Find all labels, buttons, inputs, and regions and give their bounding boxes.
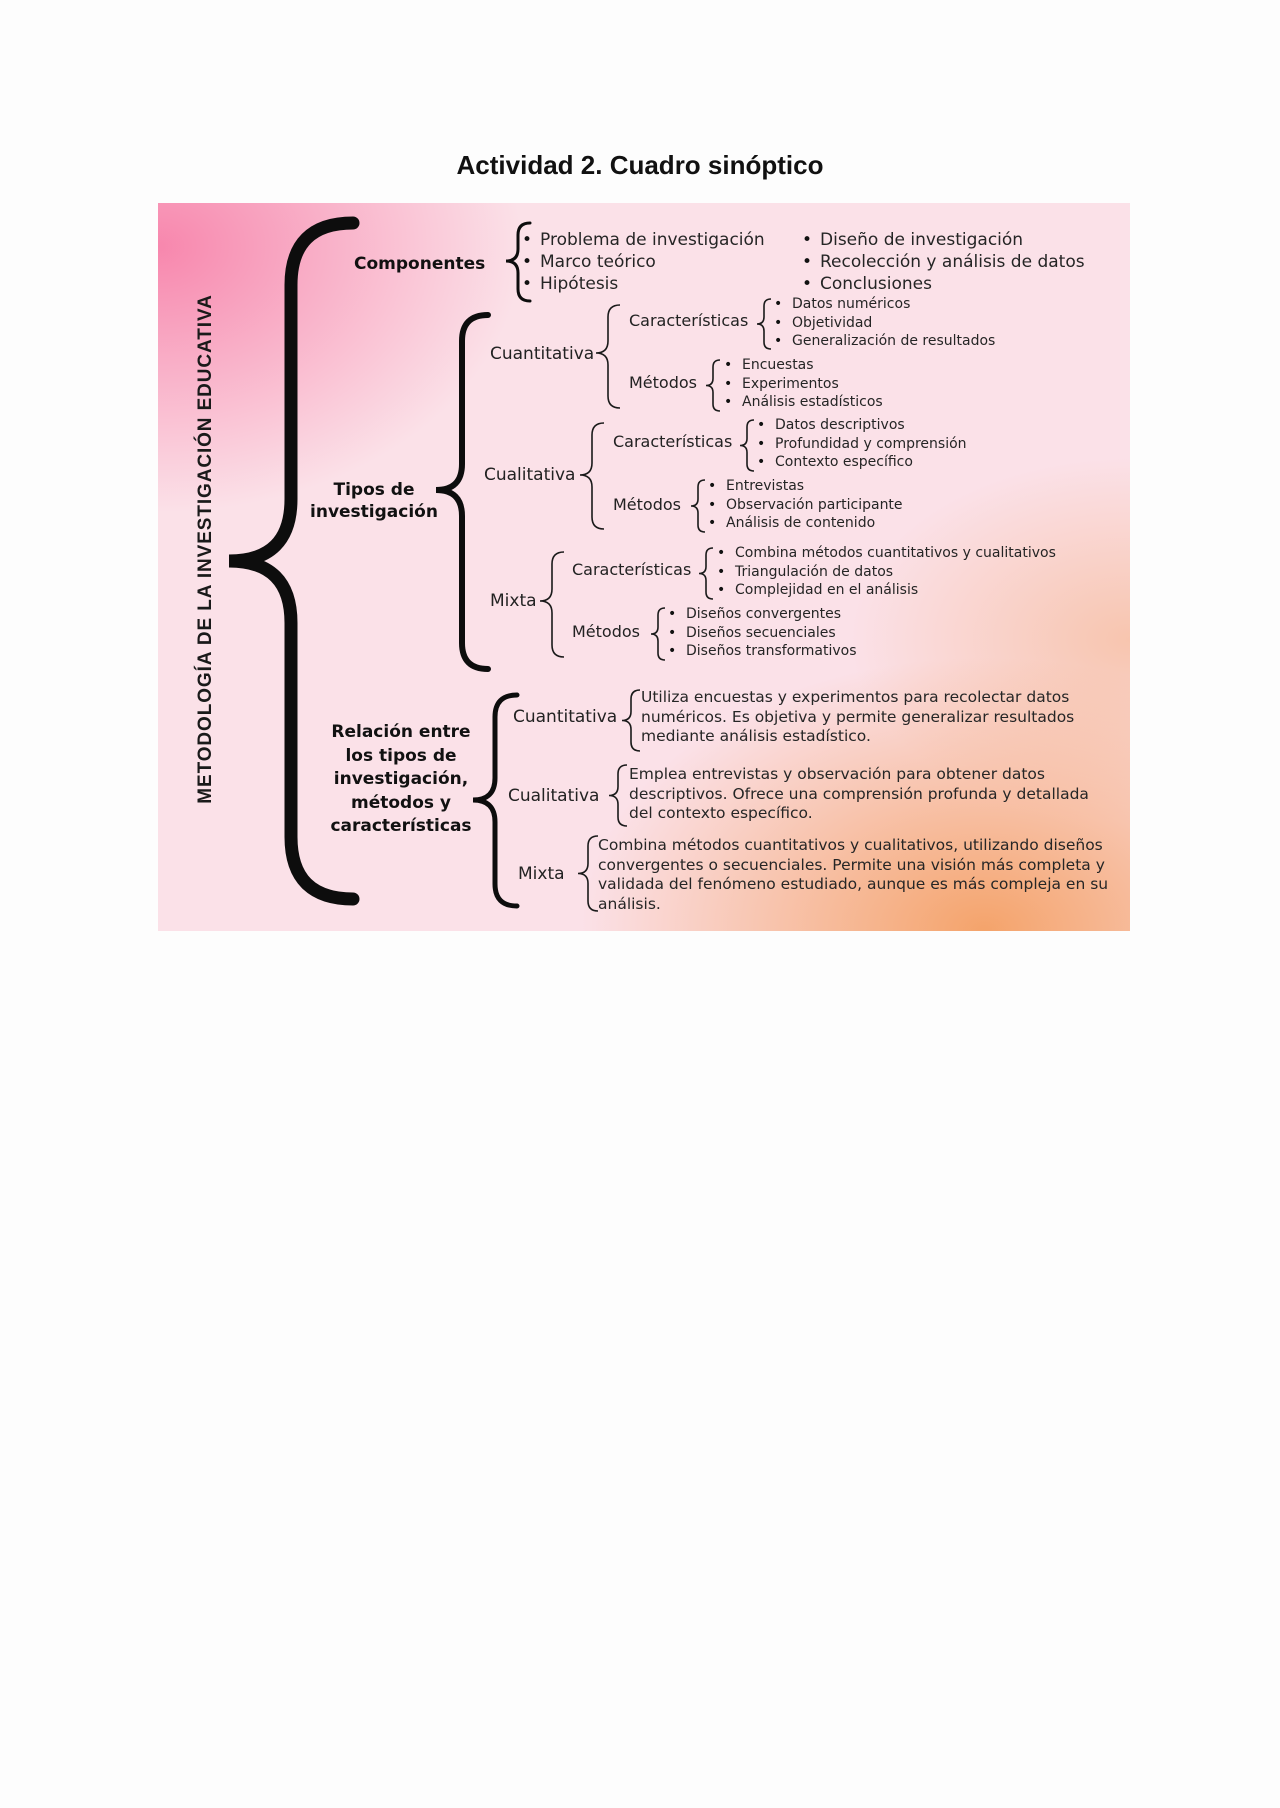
list-item: Diseños convergentes [666,605,857,624]
mixta-label: Mixta [490,591,537,611]
cuanti-caracteristicas-list: Datos numéricos Objetividad Generalizaci… [772,295,995,351]
tipos-label: Tipos de investigación [310,480,438,522]
cuanti-sub-brace [595,304,621,409]
tipos-brace [435,312,491,672]
rel-cuali-text-brace [608,764,628,827]
list-item: Análisis de contenido [706,514,903,533]
list-item: Datos numéricos [772,295,995,314]
relacion-label: Relación entre los tipos de investigació… [330,722,472,836]
mixta-metodos-list: Diseños convergentes Diseños secuenciale… [666,605,857,661]
componentes-label: Componentes [354,254,486,274]
list-item: Problema de investigación [520,229,765,251]
componentes-list-left: Problema de investigación Marco teórico … [520,229,765,295]
rel-mixta-text-brace [577,835,599,912]
list-item: Hipótesis [520,273,765,295]
list-item: Encuestas [722,356,883,375]
cuali-sub-brace [579,422,605,530]
list-item: Triangulación de datos [715,563,1056,582]
relacion-brace [472,692,520,909]
list-item: Generalización de resultados [772,332,995,351]
list-item: Profundidad y comprensión [755,435,967,454]
list-item: Recolección y análisis de datos [800,251,1085,273]
list-item: Diseños secuenciales [666,624,857,643]
cuali-metodos-brace [690,479,706,533]
braces-layer [228,216,772,912]
cuanti-metodos-list: Encuestas Experimentos Análisis estadíst… [722,356,883,412]
cuanti-metodos-label: Métodos [629,373,697,392]
cuali-caract-brace [739,419,755,472]
cuali-caracteristicas-label: Características [613,432,733,451]
relacion-cualitativa-text: Emplea entrevistas y observación para ob… [629,765,1089,822]
cuali-caracteristicas-list: Datos descriptivos Profundidad y compren… [755,416,967,472]
relacion-cualitativa-label: Cualitativa [508,786,600,806]
page-title: Actividad 2. Cuadro sinóptico [456,150,824,180]
list-item: Contexto específico [755,453,967,472]
synoptic-chart: METODOLOGÍA DE LA INVESTIGACIÓN EDUCATIV… [158,203,1130,931]
mixta-caract-brace [698,547,714,600]
list-item: Diseños transformativos [666,642,857,661]
relacion-mixta-label: Mixta [518,864,565,884]
list-item: Marco teórico [520,251,765,273]
mixta-metodos-brace [650,607,666,661]
mixta-metodos-label: Métodos [572,622,640,641]
relacion-cuantitativa-text: Utiliza encuestas y experimentos para re… [641,688,1075,745]
cuanti-metodos-brace [705,359,721,412]
list-item: Combina métodos cuantitativos y cualitat… [715,544,1056,563]
list-item: Conclusiones [800,273,1085,295]
componentes-list-right: Diseño de investigación Recolección y an… [800,229,1085,295]
main-brace [228,216,360,906]
list-item: Complejidad en el análisis [715,581,1056,600]
rel-cuanti-text-brace [621,689,641,752]
cuanti-caracteristicas-label: Características [629,311,749,330]
mixta-caracteristicas-list: Combina métodos cuantitativos y cualitat… [715,544,1056,600]
list-item: Objetividad [772,314,995,333]
cualitativa-label: Cualitativa [484,465,576,485]
cuali-metodos-label: Métodos [613,495,681,514]
list-item: Experimentos [722,375,883,394]
cuantitativa-label: Cuantitativa [490,344,595,364]
root-title: METODOLOGÍA DE LA INVESTIGACIÓN EDUCATIV… [195,294,216,804]
list-item: Datos descriptivos [755,416,967,435]
mixta-caracteristicas-label: Características [572,560,692,579]
list-item: Análisis estadísticos [722,393,883,412]
list-item: Diseño de investigación [800,229,1085,251]
relacion-mixta-text: Combina métodos cuantitativos y cualitat… [598,836,1109,913]
relacion-cuantitativa-label: Cuantitativa [513,707,618,727]
componentes-brace [505,221,532,303]
list-item: Observación participante [706,496,903,515]
list-item: Entrevistas [706,477,903,496]
mixta-sub-brace [539,551,565,658]
cuali-metodos-list: Entrevistas Observación participante Aná… [706,477,903,533]
cuanti-caract-brace [756,298,772,350]
